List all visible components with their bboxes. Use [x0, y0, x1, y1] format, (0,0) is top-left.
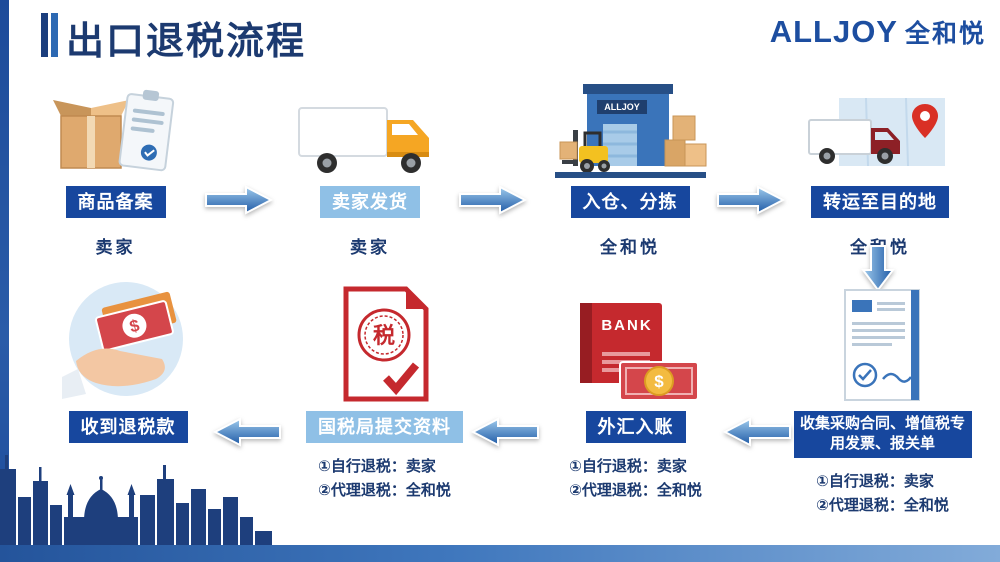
bottom-bar	[0, 545, 1000, 562]
flow-arrow-left-1	[722, 417, 791, 447]
brand-logo-cn: 全和悦	[904, 20, 986, 48]
bank-text: BANK	[601, 317, 652, 334]
step-actor: 卖家	[350, 238, 390, 258]
flow-arrow-right-2	[459, 185, 528, 215]
hand-money-icon: $	[58, 282, 198, 403]
note-line: ①自行退税：卖家	[569, 458, 687, 476]
step-product-filing: 商品备案 卖家	[28, 72, 203, 258]
step-notes: ①自行退税：卖家 ②代理退税：全和悦	[816, 470, 949, 518]
step-seller-shipping: 卖家发货 卖家	[285, 72, 455, 258]
flow-arrow-down	[861, 245, 895, 292]
tax-seal-text: 税	[373, 323, 395, 348]
title-accent-bar-light	[51, 13, 58, 57]
bank-money-icon: BANK $	[568, 285, 703, 403]
flow-arrow-right-3	[717, 185, 786, 215]
step-label: 外汇入账	[585, 411, 686, 444]
step-label: 入仓、分拣	[570, 186, 690, 219]
brand-logo-en: ALLJOY	[769, 14, 898, 49]
left-edge-bar	[0, 0, 9, 562]
step-forex-receipt: BANK $ 外汇入账 ①自行退税：卖家 ②代理退税：全和悦	[548, 285, 723, 503]
brand-logo: ALLJOY 全和悦	[770, 14, 986, 50]
step-label: 国税局提交资料	[306, 411, 463, 444]
page-title: 出口退税流程	[66, 21, 307, 63]
note-line: ②代理退税：全和悦	[816, 496, 949, 514]
step-notes: ①自行退税：卖家 ②代理退税：全和悦	[318, 455, 451, 503]
flow-arrow-left-3	[212, 417, 281, 447]
note-line: ②代理退税：全和悦	[318, 482, 451, 500]
delivery-truck-icon	[295, 72, 445, 178]
step-collect-documents: 收集采购合同、增值税专用发票、报关单 ①自行退税：卖家 ②代理退税：全和悦	[790, 285, 975, 518]
step-label: 收集采购合同、增值税专用发票、报关单	[793, 411, 972, 458]
step-refund-received: $ 收到退税款	[38, 282, 218, 444]
warehouse-forklift-icon: ALLJOY	[553, 72, 708, 178]
note-line: ①自行退税：卖家	[318, 458, 436, 476]
title-accent-bars	[41, 13, 58, 57]
step-label: 卖家发货	[320, 186, 420, 219]
step-actor: 全和悦	[600, 238, 660, 258]
city-skyline-graphic	[0, 455, 272, 547]
title-accent-bar-dark	[41, 13, 48, 57]
step-warehouse-sorting: ALLJOY 入仓、分拣 全和悦	[540, 72, 720, 258]
box-clipboard-icon	[53, 72, 178, 178]
truck-map-icon	[805, 72, 955, 178]
dollar-text: $	[654, 372, 664, 391]
step-tax-bureau-submission: 税 国税局提交资料 ①自行退税：卖家 ②代理退税：全和悦	[292, 285, 477, 503]
step-label: 商品备案	[65, 186, 166, 219]
flow-arrow-right-1	[205, 185, 274, 215]
note-line: ①自行退税：卖家	[816, 472, 934, 490]
note-line: ②代理退税：全和悦	[569, 482, 702, 500]
step-label: 收到退税款	[68, 411, 188, 444]
tax-seal-document-icon: 税	[332, 285, 437, 403]
warehouse-sign-text: ALLJOY	[604, 102, 640, 112]
step-label: 转运至目的地	[811, 186, 949, 219]
step-notes: ①自行退税：卖家 ②代理退税：全和悦	[569, 455, 702, 503]
step-transfer-destination: 转运至目的地 全和悦	[785, 72, 975, 258]
flow-arrow-left-2	[470, 417, 539, 447]
contract-documents-icon	[835, 285, 930, 403]
step-actor: 卖家	[95, 238, 136, 258]
